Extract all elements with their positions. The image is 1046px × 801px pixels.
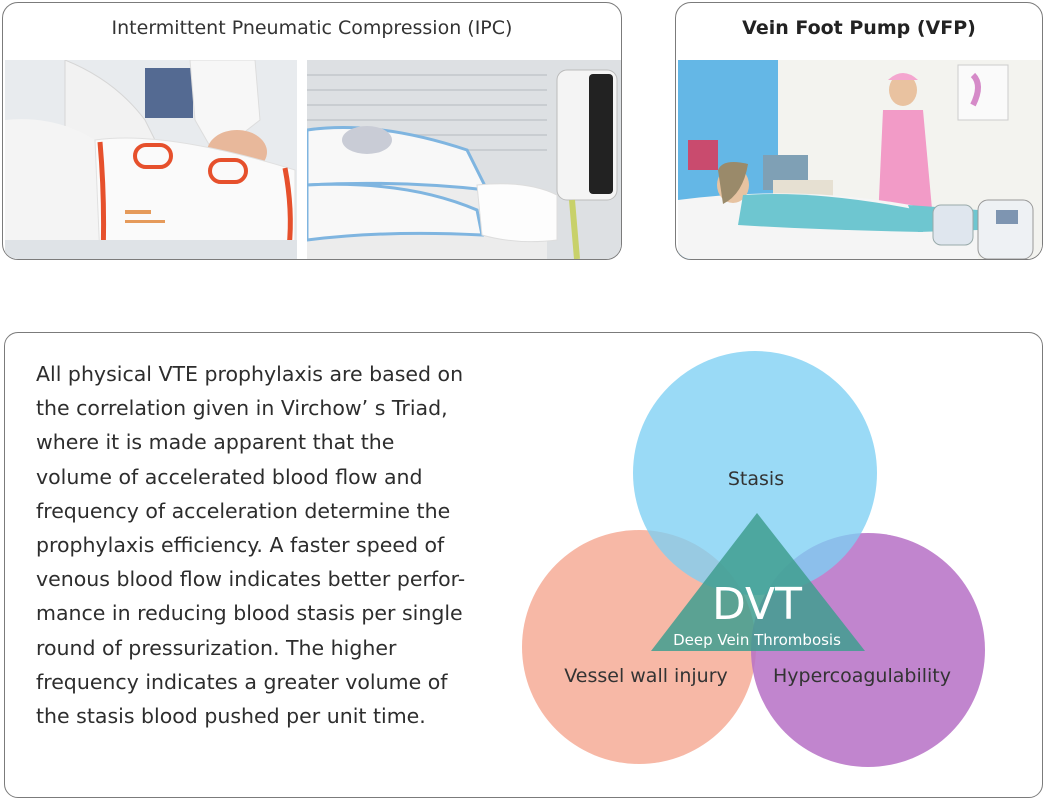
vessel-wall-injury-label: Vessel wall injury — [564, 665, 728, 687]
description-line: frequency of acceleration determine the — [36, 498, 451, 523]
description-line: the correlation given in Virchow’ s Tria… — [36, 396, 448, 421]
vfp-patient-illustration — [678, 60, 1042, 259]
description-line: round of pressurization. The higher — [36, 635, 397, 660]
description-line: the stasis blood pushed per unit time. — [36, 704, 426, 729]
ipc-full-leg-illustration — [307, 60, 621, 259]
description-line: prophylaxis efficiency. A faster speed o… — [36, 533, 445, 558]
dvt-triangle — [651, 513, 865, 651]
dvt-title: DVT — [712, 579, 802, 630]
vfp-panel: Vein Foot Pump (VFP) — [675, 2, 1043, 260]
ipc-panel: Intermittent Pneumatic Compression (IPC) — [2, 2, 622, 260]
description-line: frequency indicates a greater volume of — [36, 669, 448, 694]
ipc-full-leg-photo — [307, 60, 621, 259]
ipc-title: Intermittent Pneumatic Compression (IPC) — [111, 17, 513, 39]
ipc-leg-cuff-illustration — [5, 60, 297, 259]
virchow-info-panel: All physical VTE prophylaxis are based o… — [4, 332, 1043, 798]
stasis-circle — [633, 351, 877, 595]
description-line: volume of accelerated blood flow and — [36, 464, 423, 489]
vfp-title: Vein Foot Pump (VFP) — [742, 17, 976, 39]
dvt-subtitle: Deep Vein Thrombosis — [673, 631, 841, 649]
hypercoagulability-label: Hypercoagulability — [773, 665, 951, 687]
description-line: All physical VTE prophylaxis are based o… — [36, 362, 464, 386]
vessel-wall-injury-circle — [522, 530, 756, 764]
description-line: mance in reducing blood stasis per singl… — [36, 601, 463, 626]
virchow-triad-venn: Stasis Vessel wall injury Hypercoagulabi… — [522, 351, 985, 767]
description-line: venous blood flow indicates better perfo… — [36, 567, 466, 592]
stasis-label: Stasis — [728, 468, 784, 490]
virchow-description: All physical VTE prophylaxis are based o… — [36, 357, 506, 733]
vfp-patient-photo — [678, 60, 1042, 259]
ipc-leg-cuff-photo — [5, 60, 297, 259]
description-line: where it is made apparent that the — [36, 430, 395, 455]
